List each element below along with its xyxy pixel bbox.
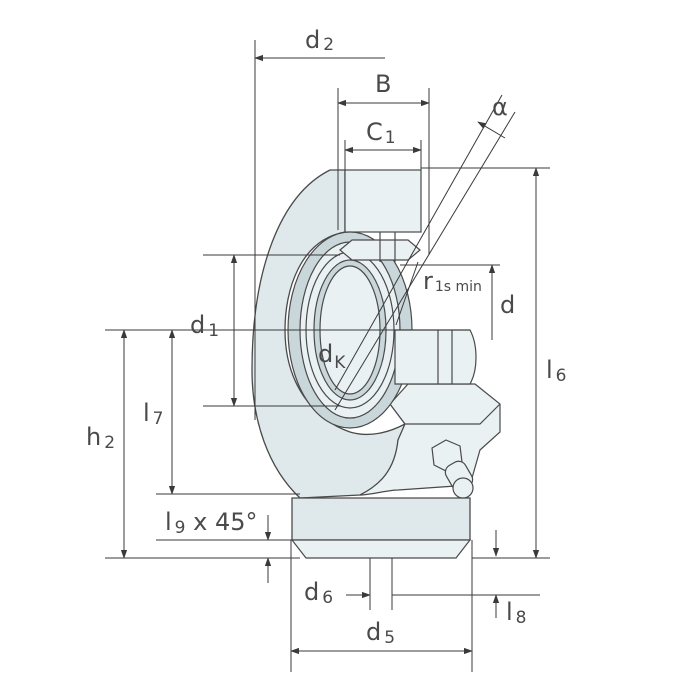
grease-nipple [431,439,474,499]
label-B: B [375,70,391,98]
label-alpha: α [492,93,508,121]
label-d: d [500,291,515,319]
housing [251,169,501,559]
label-dK: dK [318,340,346,373]
dimension-lines [105,40,550,672]
